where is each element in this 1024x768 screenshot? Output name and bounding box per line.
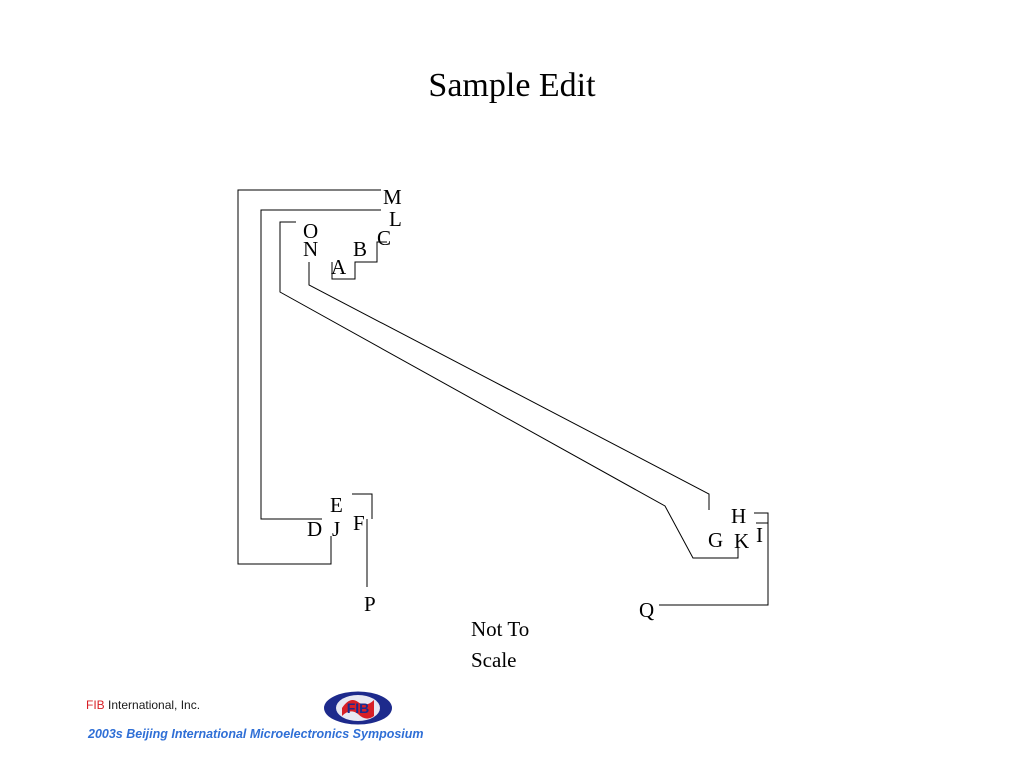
trace-outer	[237, 189, 381, 565]
label-b: B	[353, 237, 367, 261]
trace-diagonal-outer	[279, 221, 739, 559]
label-g: G	[708, 528, 723, 552]
company-name: FIB International, Inc.	[86, 698, 200, 712]
not-to-scale-note: Not To Scale	[471, 614, 529, 676]
label-j: J	[332, 517, 340, 541]
trace-hiq	[659, 512, 769, 606]
fib-logo: FIB	[324, 691, 392, 725]
label-a: A	[331, 255, 347, 279]
label-p: P	[364, 592, 376, 616]
logo-lettering: FIB	[347, 700, 370, 716]
label-f: F	[353, 511, 365, 535]
label-i: I	[756, 523, 763, 547]
label-e: E	[330, 493, 343, 517]
label-o: O	[303, 219, 318, 243]
label-h: H	[731, 504, 746, 528]
trace-diagonal-inner	[308, 262, 710, 510]
note-line-1: Not To	[471, 617, 530, 641]
trace-ef	[352, 493, 373, 587]
company-brand: FIB	[86, 698, 105, 712]
label-c: C	[377, 226, 391, 250]
trace-middle	[260, 209, 381, 520]
page-title: Sample Edit	[428, 67, 596, 104]
company-suffix: International, Inc.	[104, 698, 201, 712]
note-line-2: Scale	[471, 648, 517, 672]
label-n: N	[303, 237, 318, 261]
event-name: 2003s Beijing International Microelectro…	[88, 727, 424, 741]
label-k: K	[734, 529, 749, 553]
label-q: Q	[639, 598, 654, 622]
label-d: D	[307, 517, 322, 541]
label-m: M	[383, 185, 402, 209]
trace-stub-abc	[331, 241, 387, 280]
label-l: L	[389, 207, 402, 231]
